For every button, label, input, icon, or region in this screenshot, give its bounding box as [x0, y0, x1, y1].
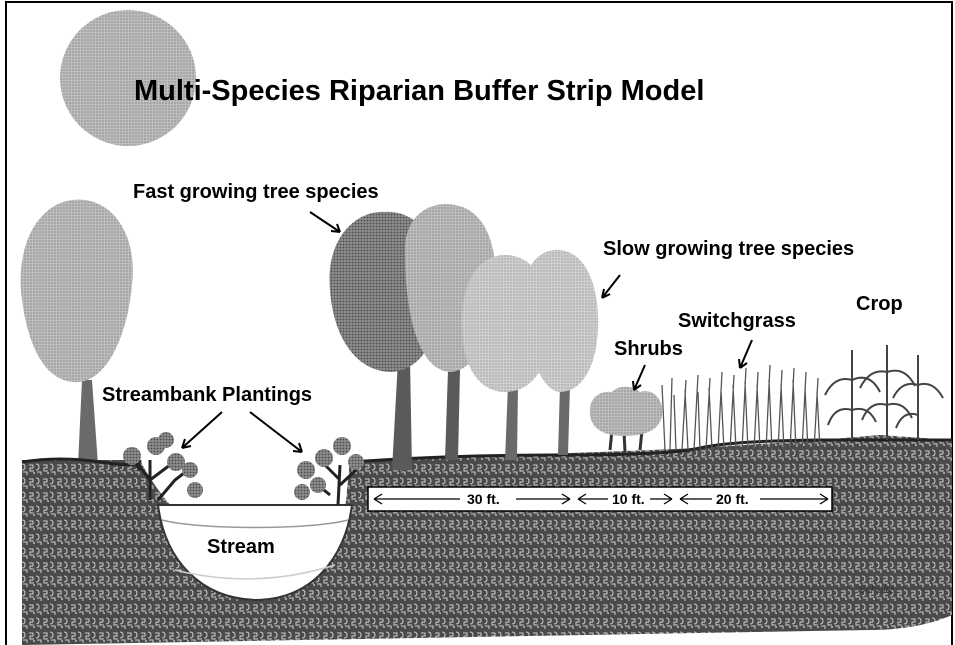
- label-fast-growing: Fast growing tree species: [133, 181, 379, 203]
- artist-signature: Schultz: [858, 584, 895, 596]
- zone2-width: 10 ft.: [612, 491, 645, 507]
- label-switchgrass: Switchgrass: [678, 310, 796, 332]
- label-shrubs: Shrubs: [614, 338, 683, 360]
- zone1-width: 30 ft.: [467, 491, 500, 507]
- width-measurement: 30 ft. 10 ft. 20 ft.: [368, 487, 832, 511]
- diagram-title: Multi-Species Riparian Buffer Strip Mode…: [134, 75, 704, 107]
- label-streambank: Streambank Plantings: [102, 384, 312, 406]
- label-crop: Crop: [856, 293, 903, 315]
- zone3-width: 20 ft.: [716, 491, 749, 507]
- label-slow-growing: Slow growing tree species: [603, 238, 854, 260]
- label-stream: Stream: [207, 536, 275, 558]
